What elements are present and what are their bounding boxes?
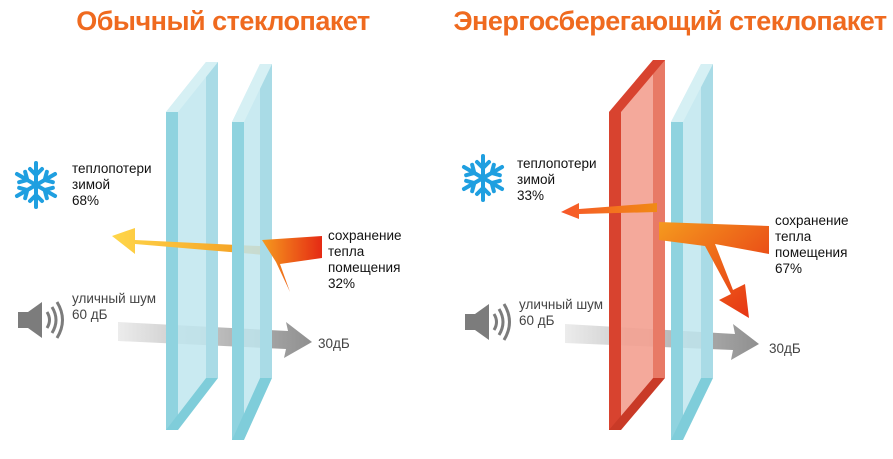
- panel-ordinary-glazing: Обычный стеклопакет: [0, 0, 446, 459]
- heat-loss-label: теплопотери зимой 68%: [72, 161, 152, 208]
- street-noise-label: уличный шум 60 дБ: [72, 291, 157, 322]
- ordinary-glazing-illustration: [14, 62, 322, 440]
- low-e-glass-pane: [609, 60, 665, 430]
- speaker-icon: [18, 301, 64, 339]
- heat-retention-label: сохранение тепла помещения 67%: [775, 213, 849, 276]
- glass-pane-inner: [671, 64, 713, 440]
- heat-retention-arrow: [262, 236, 322, 292]
- glass-pane-inner: [232, 64, 272, 440]
- snowflake-icon: [14, 161, 58, 209]
- panel-energy-saving-glazing: Энергосберегающий стеклопакет: [447, 0, 893, 459]
- heat-retention-label: сохранение тепла помещения 32%: [328, 228, 402, 291]
- speaker-icon: [465, 303, 511, 341]
- snowflake-icon: [461, 154, 505, 202]
- heat-retention-arrow: [659, 222, 769, 318]
- panel-title: Энергосберегающий стеклопакет: [453, 6, 887, 36]
- energy-saving-glazing-illustration: [461, 60, 769, 440]
- noise-after-label: 30дБ: [769, 341, 801, 356]
- heat-loss-label: теплопотери зимой 33%: [517, 156, 597, 203]
- panel-title: Обычный стеклопакет: [76, 6, 370, 36]
- street-noise-label: уличный шум 60 дБ: [519, 297, 604, 328]
- noise-after-label: 30дБ: [318, 336, 350, 351]
- heat-loss-arrow: [561, 203, 657, 219]
